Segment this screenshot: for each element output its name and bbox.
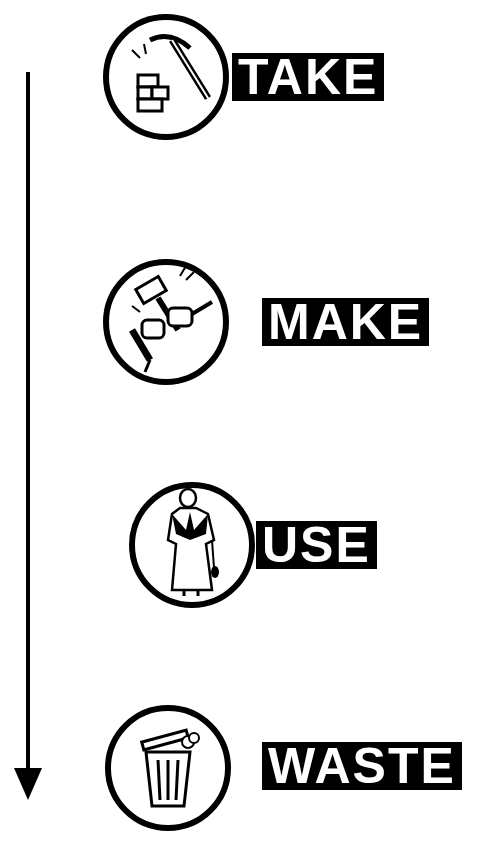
waste-icon [108,708,228,828]
label-box: USE [256,521,377,569]
flow-arrowhead [14,768,42,800]
label-box: WASTE [262,742,462,790]
stage-label: TAKE [238,53,378,101]
take-icon [106,17,226,137]
stage-label: MAKE [268,298,423,346]
label-box: TAKE [232,53,384,101]
stage-label: WASTE [268,742,456,790]
flow-line [26,72,30,785]
use-icon [132,485,252,605]
label-box: MAKE [262,298,429,346]
make-icon [106,262,226,382]
stage-label: USE [262,521,371,569]
